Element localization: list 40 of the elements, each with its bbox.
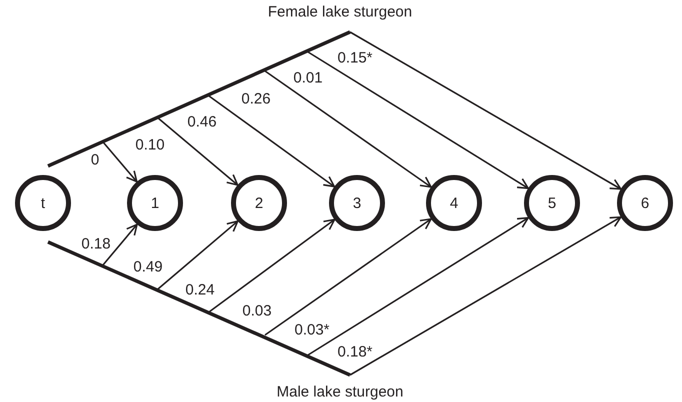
state-label: 4 <box>450 194 458 212</box>
edge-label: 0.18 <box>81 236 111 252</box>
arrow <box>102 141 138 182</box>
edge-label: 0.10 <box>135 138 165 152</box>
state-circle <box>15 175 71 231</box>
edge-label: 0.03* <box>294 322 330 338</box>
edge-label: 0 <box>90 152 100 168</box>
edge-label: 0.46 <box>187 114 217 130</box>
state-circle <box>617 175 673 231</box>
arrow <box>264 70 432 188</box>
state-label: 5 <box>548 194 556 212</box>
arrow <box>308 51 529 190</box>
state-circle <box>524 175 580 231</box>
group-heading: Female lake sturgeon <box>268 4 412 20</box>
edge-label: 0.03 <box>242 304 272 318</box>
edge-label: 0.01 <box>293 70 323 86</box>
arrow <box>350 31 622 190</box>
arrow <box>102 224 138 266</box>
state-label: 1 <box>150 194 160 212</box>
arrow <box>264 218 432 336</box>
edge-label: 0.15* <box>337 50 373 66</box>
state-label: 2 <box>254 194 264 212</box>
state-label: t <box>40 194 46 212</box>
state-circle <box>127 175 183 231</box>
state-circle <box>329 175 385 231</box>
arrow <box>350 216 622 376</box>
edge-label: 0.49 <box>133 260 163 274</box>
arrow <box>308 217 529 356</box>
state-circle <box>426 175 482 231</box>
edge-label: 0.18* <box>337 344 373 360</box>
arrow <box>208 218 336 313</box>
group-heading: Male lake sturgeon <box>276 384 404 400</box>
edge-label: 0.24 <box>185 282 215 298</box>
state-label: 6 <box>640 194 650 212</box>
arrow <box>157 117 238 186</box>
arrow <box>208 95 336 188</box>
state-circle <box>231 175 287 231</box>
arrow <box>157 220 238 290</box>
state-label: 3 <box>352 194 362 212</box>
edge-label: 0.26 <box>241 92 271 106</box>
